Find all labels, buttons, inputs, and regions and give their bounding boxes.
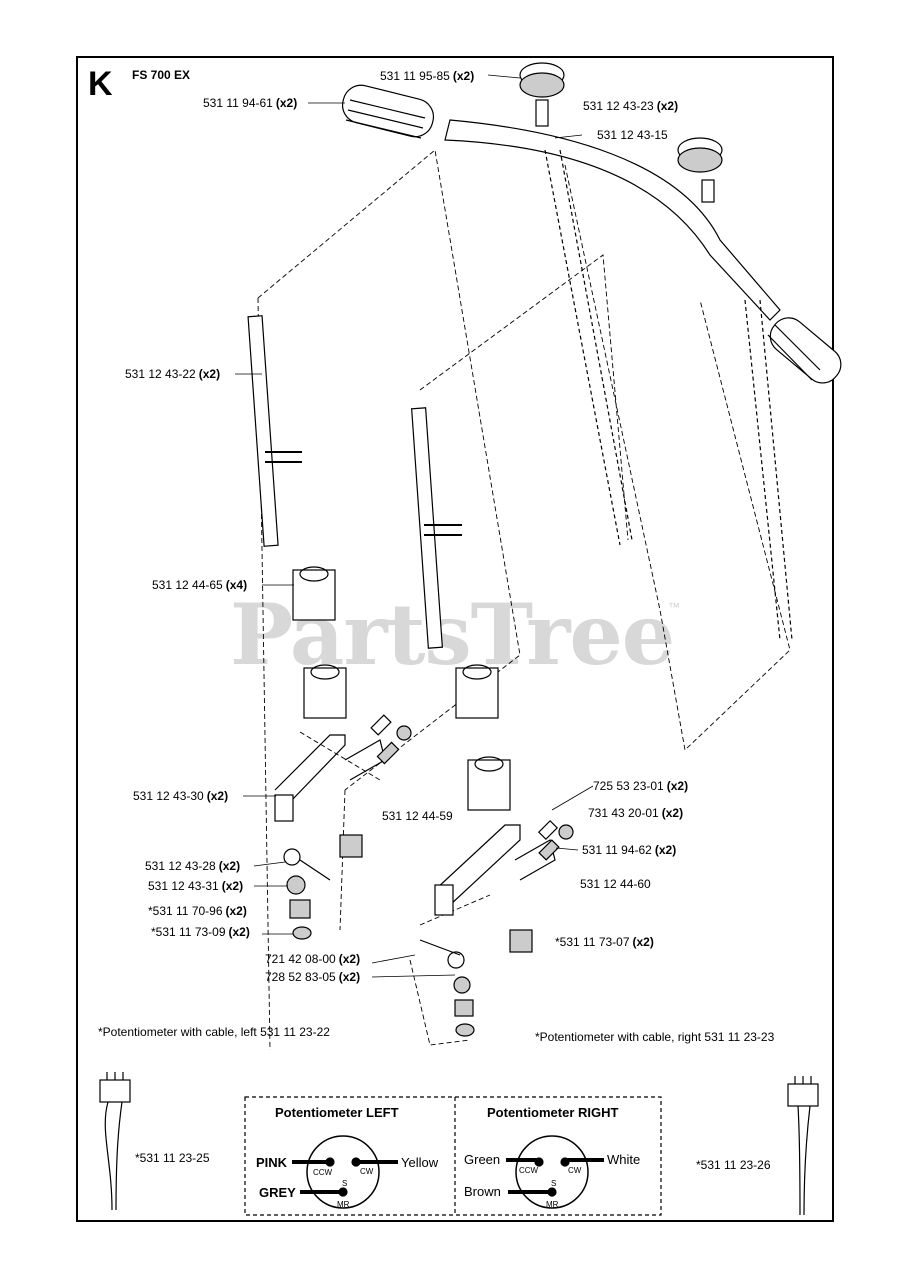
rubber-block-3: [455, 664, 499, 719]
pot-left-pin-cw: CW: [360, 1167, 374, 1176]
part-callout: 731 43 20-01(x2): [588, 806, 684, 820]
pot-right-title: Potentiometer RIGHT: [487, 1105, 619, 1120]
part-callout: *531 11 73-07(x2): [555, 935, 654, 949]
pot-left-pin-ccw: CCW: [313, 1168, 333, 1177]
part-callout: 531 11 94-61(x2): [203, 96, 298, 110]
knob-top: [519, 62, 565, 127]
part-callout: 531 12 43-30(x2): [133, 789, 229, 803]
bracket-right: [419, 819, 574, 1037]
knob-right: [677, 137, 723, 203]
grip-right: [767, 317, 842, 384]
part-callout: 531 12 43-28(x2): [145, 859, 241, 873]
part-callout: 531 12 43-23(x2): [583, 99, 679, 113]
part-callout: 531 12 44-65(x4): [152, 578, 248, 592]
pot-right-pin-mr: MR: [546, 1200, 559, 1209]
grip-left: [341, 84, 435, 139]
note-cable-right: *531 11 23-26: [696, 1158, 771, 1172]
pot-right-wire-ccw: Green: [464, 1152, 501, 1167]
part-callout: 721 42 08-00(x2): [265, 952, 361, 966]
pot-left-wire-mr: GREY: [259, 1185, 296, 1200]
note-cable-left: *531 11 23-25: [135, 1151, 210, 1165]
watermark-trademark: ™: [668, 600, 680, 614]
diagram-frame: [76, 56, 834, 1222]
pot-right-wire-mr: Brown: [464, 1184, 501, 1199]
potentiometer-schematic: [244, 1096, 662, 1216]
handlebar: [444, 119, 793, 641]
pot-left-wire-cw: Yellow: [401, 1155, 439, 1170]
rod-left: [247, 315, 302, 547]
pot-left-wire-ccw: PINK: [256, 1155, 288, 1170]
part-callout: 531 11 95-85(x2): [380, 69, 475, 83]
part-callout: 531 12 43-31(x2): [148, 879, 244, 893]
bracket-left: [274, 714, 412, 940]
pot-right-wire-cw: White: [607, 1152, 641, 1167]
section-letter: K: [88, 65, 113, 103]
cable-connector-left: [99, 1072, 131, 1211]
model-title: FS 700 EX: [132, 68, 191, 82]
pot-left-pin-s: S: [342, 1179, 348, 1188]
part-callout: *531 11 70-96(x2): [148, 904, 247, 918]
part-callout: 728 52 83-05(x2): [265, 970, 361, 984]
part-callout: 531 12 44-59: [382, 809, 453, 823]
pot-right-pin-s: S: [551, 1179, 557, 1188]
rubber-block-2: [303, 664, 347, 719]
part-callout: 725 53 23-01(x2): [593, 779, 689, 793]
part-callout: 531 11 94-62(x2): [582, 843, 677, 857]
rubber-block-1: [292, 566, 336, 621]
note-potentiometer-left: *Potentiometer with cable, left 531 11 2…: [98, 1025, 330, 1039]
pot-left-pin-mr: MR: [337, 1200, 350, 1209]
note-potentiometer-right: *Potentiometer with cable, right 531 11 …: [535, 1030, 775, 1044]
guide-lines: [257, 149, 791, 1051]
part-callout: 531 12 43-15: [597, 128, 668, 142]
rod-right: [411, 407, 462, 649]
pot-left-title: Potentiometer LEFT: [275, 1105, 399, 1120]
part-callout: 531 12 44-60: [580, 877, 651, 891]
part-callout: 531 12 43-22(x2): [125, 367, 221, 381]
leader-lines: [235, 74, 594, 978]
cable-connector-right: [787, 1076, 819, 1216]
rubber-block-4: [467, 756, 511, 811]
pot-right-pin-cw: CW: [568, 1166, 582, 1175]
pot-right-pin-ccw: CCW: [519, 1166, 539, 1175]
part-callout: *531 11 73-09(x2): [151, 925, 250, 939]
